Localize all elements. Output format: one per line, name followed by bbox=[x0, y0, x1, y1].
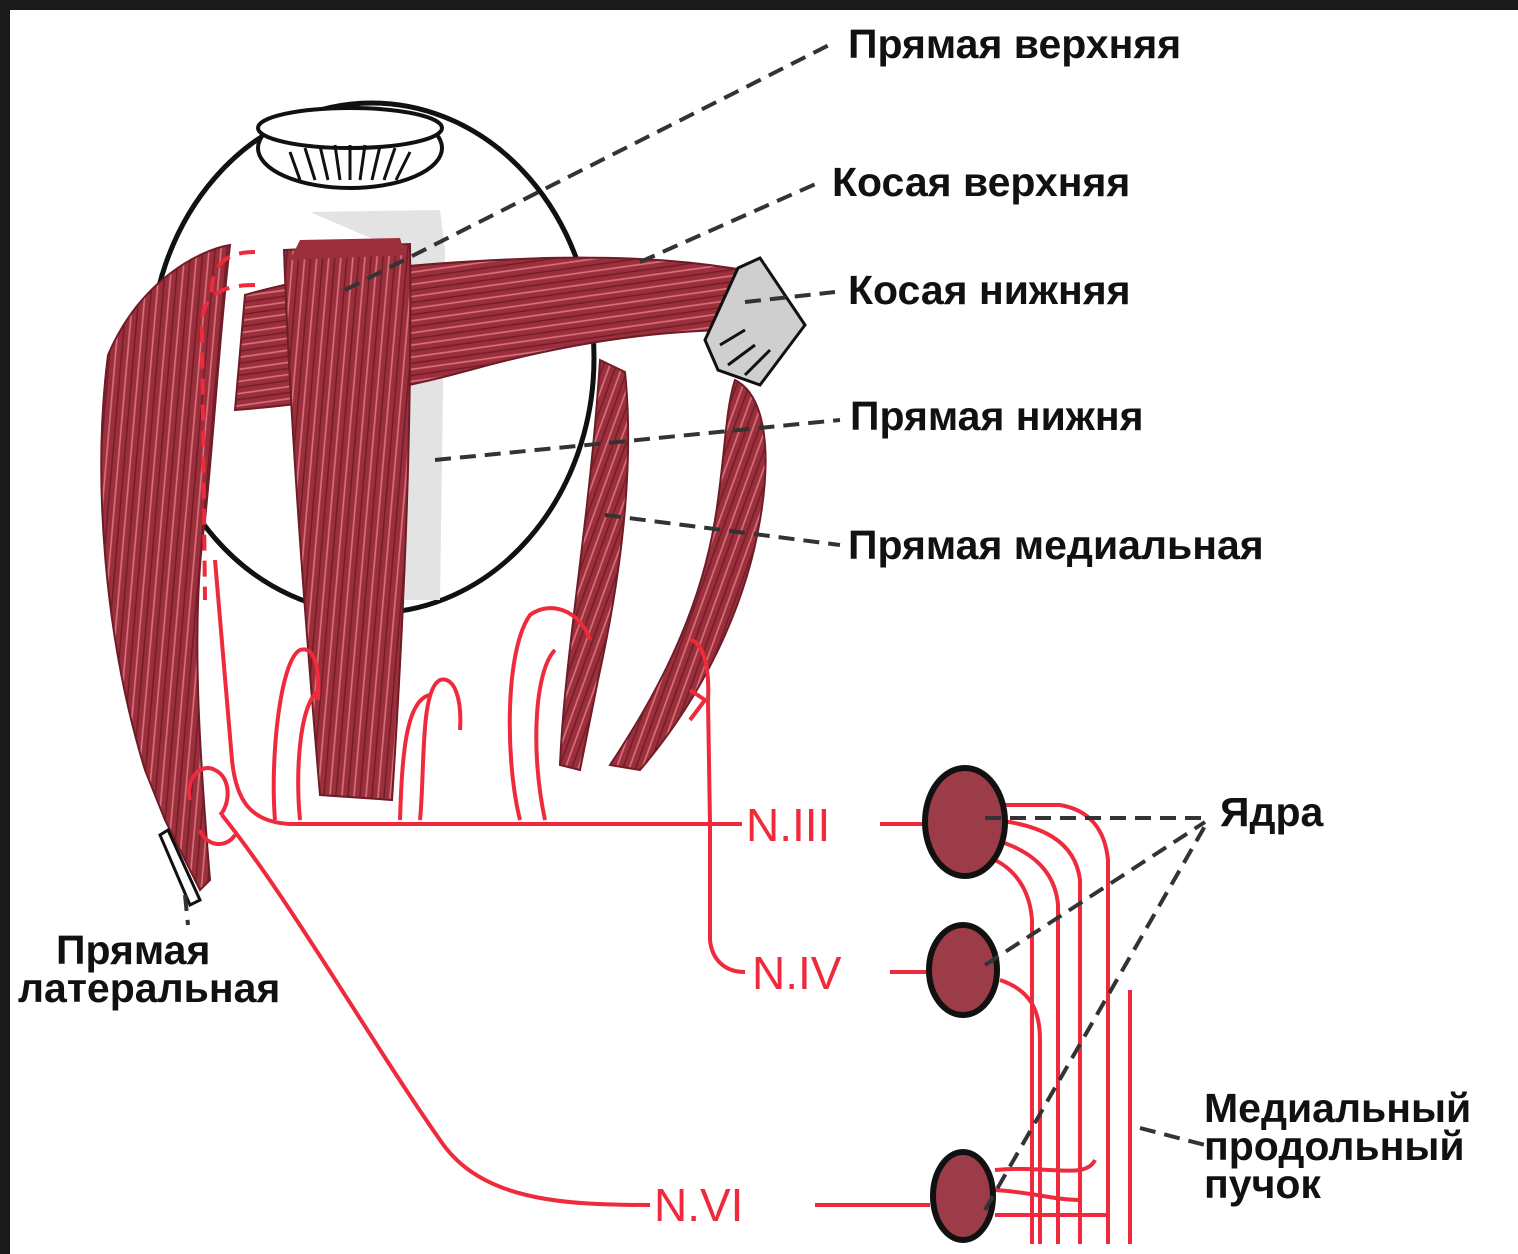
nerve-label-n6: N.VI bbox=[650, 1182, 747, 1228]
diagram-canvas: Прямая верхняя Косая верхняя Косая нижня… bbox=[10, 10, 1518, 1254]
eye-muscles-diagram bbox=[10, 10, 1518, 1254]
label-medial-rectus: Прямая медиальная bbox=[848, 525, 1264, 565]
label-inferior-rectus: Прямая нижня bbox=[850, 396, 1144, 436]
lateral-rectus-muscle bbox=[101, 245, 230, 905]
inferior-oblique-muscle bbox=[610, 380, 766, 770]
nucleus-n6 bbox=[933, 1152, 993, 1240]
label-inferior-oblique: Косая нижняя bbox=[848, 270, 1131, 310]
label-mlf-line2: продольный bbox=[1204, 1126, 1465, 1166]
label-superior-rectus: Прямая верхняя bbox=[848, 24, 1181, 64]
label-mlf-line1: Медиальный bbox=[1204, 1088, 1471, 1128]
nerve-label-n4: N.IV bbox=[748, 950, 845, 996]
label-mlf-line3: пучок bbox=[1204, 1164, 1321, 1204]
label-lateral-rectus-line1: Прямая bbox=[56, 930, 210, 970]
label-nuclei: Ядра bbox=[1220, 792, 1323, 832]
nuclei bbox=[925, 768, 1005, 1240]
nerve-label-n3: N.III bbox=[742, 802, 834, 848]
cornea-icon bbox=[258, 108, 442, 188]
nucleus-n4 bbox=[929, 925, 997, 1015]
label-superior-oblique: Косая верхняя bbox=[832, 162, 1130, 202]
superior-rectus-muscle bbox=[284, 238, 410, 800]
label-lateral-rectus-line2: латеральная bbox=[18, 968, 280, 1008]
nucleus-n3 bbox=[925, 768, 1005, 876]
